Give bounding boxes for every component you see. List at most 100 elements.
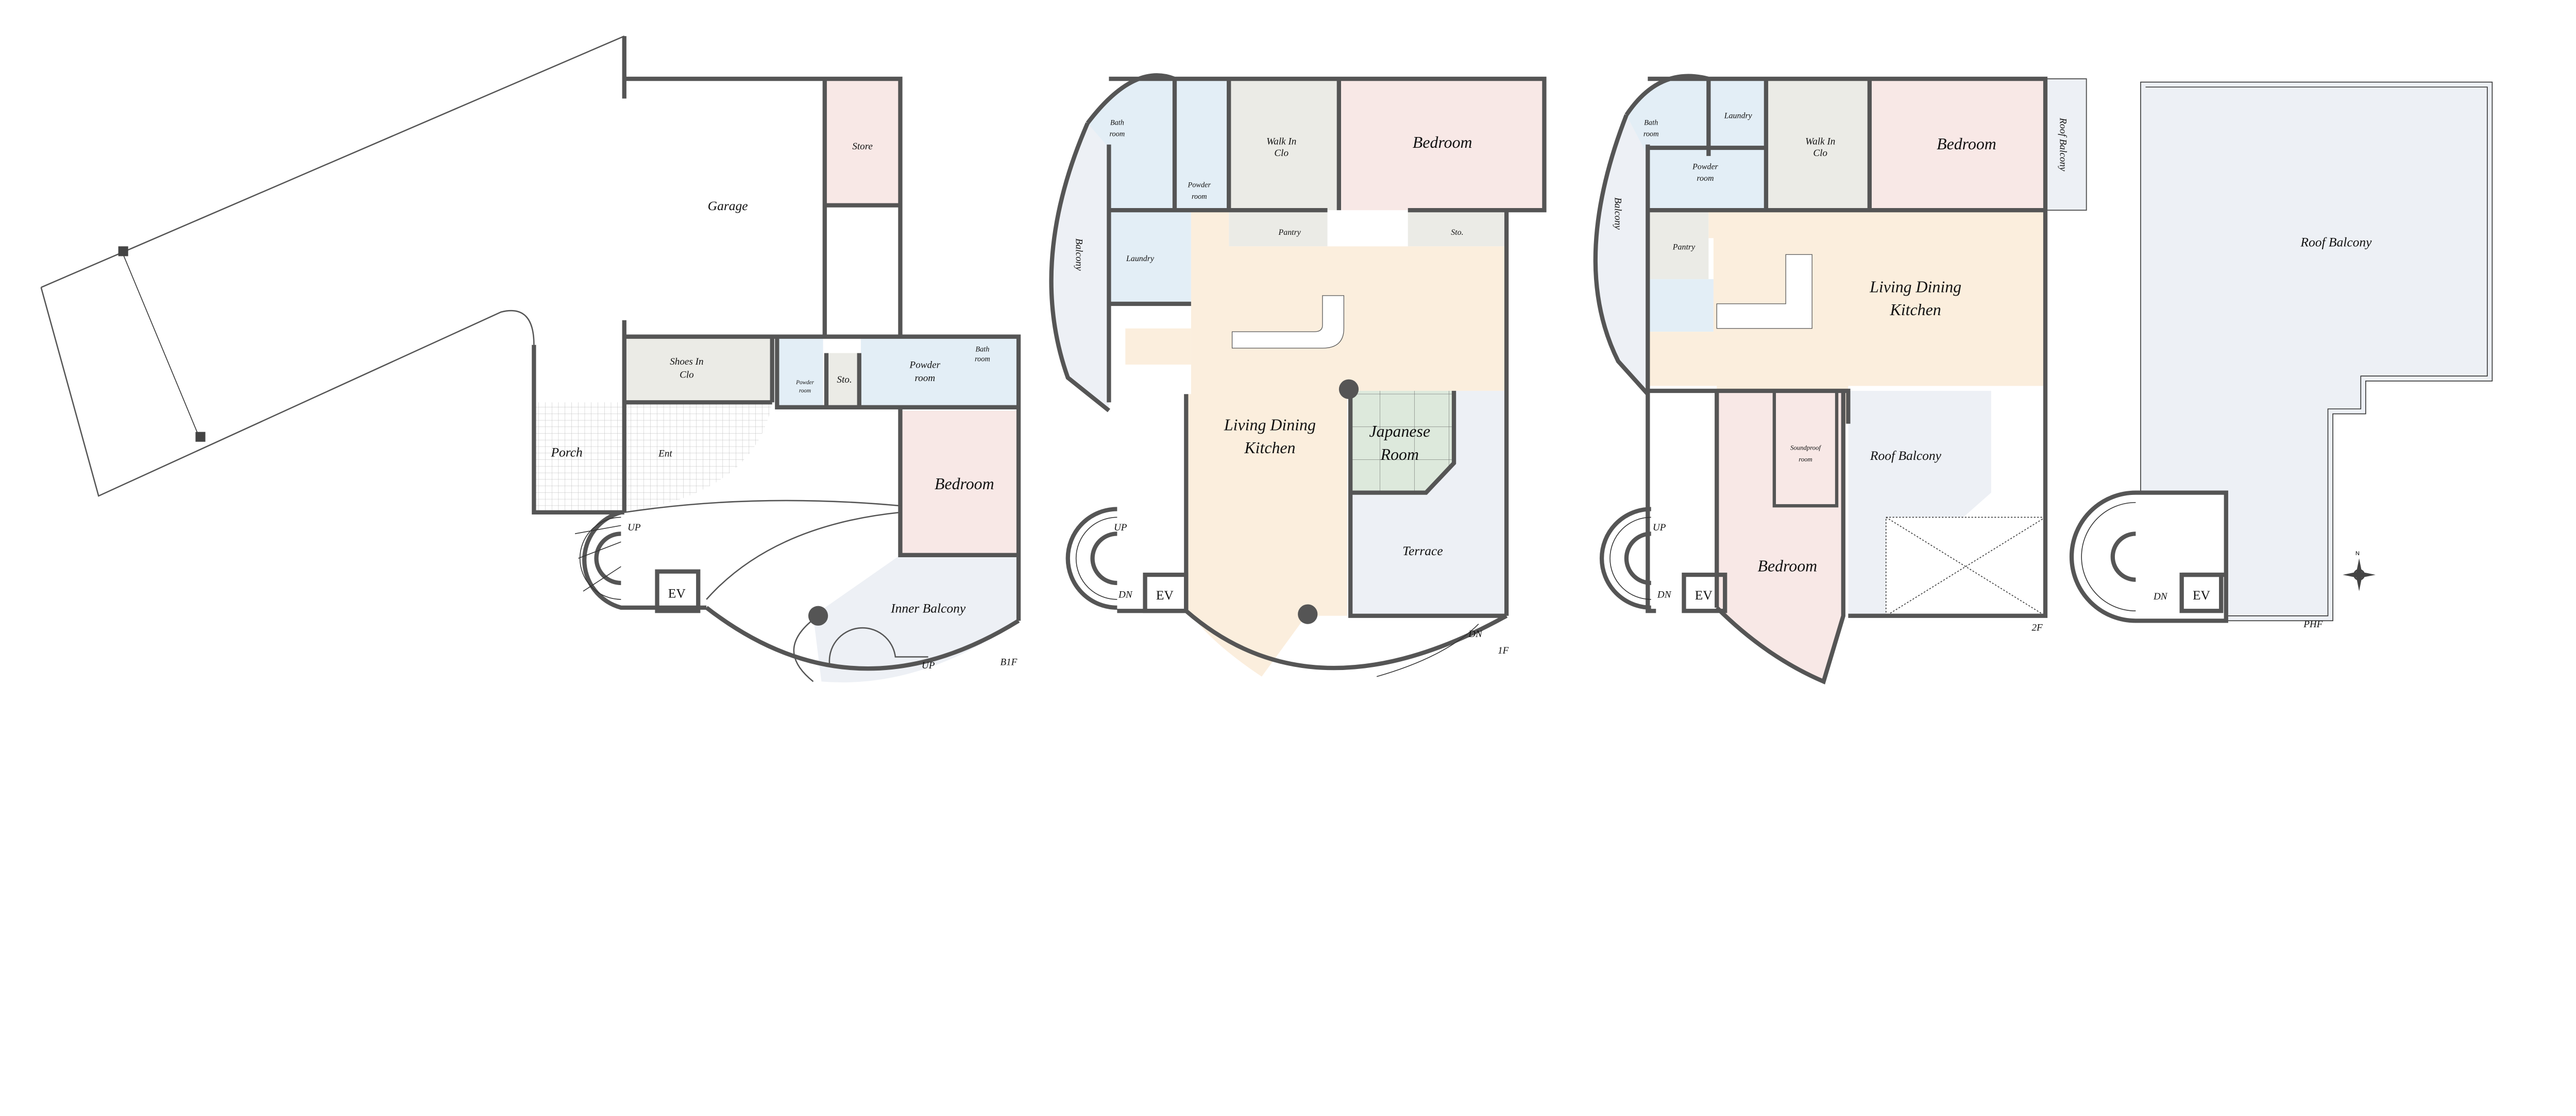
- label-powder-2: room: [1192, 193, 1207, 201]
- label-powder: Powder: [1692, 162, 1718, 171]
- room-sto: [1408, 210, 1507, 247]
- room-walk-in-closet: [1229, 79, 1339, 211]
- label-walk-in-clo-2: Clo: [1274, 148, 1289, 159]
- ev-label: EV: [1695, 588, 1713, 603]
- label-laundry: Laundry: [1126, 254, 1155, 263]
- driveway-ramp: [40, 35, 625, 497]
- room-bedroom: [1869, 79, 2046, 211]
- label-roof-balcony: Roof Balcony: [1870, 448, 1942, 463]
- spiral-stair: [574, 517, 621, 600]
- room-walk-in-closet: [1766, 79, 1870, 211]
- label-small-powder-2: room: [799, 388, 811, 394]
- room-inner-balcony: [813, 555, 1019, 683]
- label-powder-room-2: room: [914, 373, 935, 384]
- label-sto: Sto.: [1451, 228, 1463, 237]
- label-bath: Bath: [1644, 118, 1658, 127]
- label-soundproof-2: room: [1799, 456, 1812, 463]
- kitchen-counter: [1716, 254, 1812, 329]
- label-roof-balcony-small: Roof Balcony: [2058, 117, 2069, 171]
- label-store: Store: [852, 141, 873, 152]
- label-laundry: Laundry: [1724, 112, 1753, 121]
- room-porch: [534, 402, 624, 512]
- label-japanese-room-2: Room: [1380, 445, 1419, 463]
- room-shoes-in-closet: [624, 336, 772, 403]
- label-bedroom: Bedroom: [1937, 135, 1996, 153]
- elevator: [1143, 572, 1189, 613]
- elevator: [1682, 572, 1727, 613]
- stair-up-label: UP: [1114, 522, 1127, 533]
- room-small-powder: [777, 336, 823, 407]
- label-bath-2: room: [1643, 130, 1659, 139]
- room-pantry: [1229, 210, 1328, 247]
- label-balcony: Balcony: [1074, 238, 1084, 271]
- room-pantry: [1648, 210, 1709, 280]
- label-ldk: Living Dining: [1224, 416, 1316, 434]
- room-japanese: [1350, 390, 1454, 493]
- ev-label: EV: [668, 586, 686, 601]
- open-void: [1885, 517, 2046, 616]
- counter: [1125, 328, 1191, 365]
- floor-label: B1F: [1000, 657, 1017, 667]
- floor-label: 2F: [2031, 622, 2043, 633]
- label-terrace: Terrace: [1402, 543, 1443, 558]
- label-soundproof: Soundproof: [1790, 444, 1822, 452]
- room-bath: [1626, 76, 1709, 156]
- stair-up-label: UP: [1653, 522, 1666, 533]
- label-balcony: Balcony: [1613, 197, 1623, 230]
- room-powder: [1648, 147, 1766, 211]
- label-sto: Sto.: [837, 374, 852, 385]
- stair-dn-label: DN: [1468, 629, 1483, 640]
- stair-up-label: UP: [922, 660, 935, 671]
- label-walk-in-clo-2: Clo: [1813, 148, 1827, 159]
- label-inner-balcony: Inner Balcony: [890, 600, 966, 615]
- label-ldk-2: Kitchen: [1890, 301, 1941, 319]
- label-porch: Porch: [550, 444, 582, 459]
- room-powder: [860, 336, 1019, 407]
- stair-dn-label: DN: [1657, 590, 1672, 600]
- kitchen-island: [1231, 295, 1345, 349]
- ev-label: EV: [1156, 588, 1174, 603]
- column: [808, 606, 828, 626]
- room-roof-balcony-small: [2045, 78, 2087, 211]
- floor-plan: Garage Store Shoes In Clo Powder room St…: [40, 35, 2493, 684]
- floor-label: PHF: [2303, 619, 2323, 630]
- room-laundry: [1708, 79, 1766, 148]
- elevator: [655, 569, 701, 613]
- room-bedroom: [1338, 79, 1545, 211]
- floor-2f: Bath room Laundry Walk In Clo Bedroom Ro…: [1593, 74, 2087, 684]
- ev-label: EV: [2193, 588, 2211, 603]
- room-store: [824, 79, 901, 205]
- label-ldk: Living Dining: [1869, 278, 1961, 296]
- label-bedroom: Bedroom: [1413, 133, 1472, 151]
- room-powder: [1174, 79, 1229, 211]
- compass-north-label: N: [2355, 551, 2360, 557]
- room-toilet: [1648, 279, 1714, 332]
- room-entrance: [624, 402, 772, 512]
- column: [1298, 604, 1318, 624]
- room-roof-balcony: [1848, 390, 1991, 616]
- room-roof-balcony: [2140, 81, 2493, 622]
- label-bath-2: room: [1110, 130, 1125, 139]
- label-roof-balcony: Roof Balcony: [2300, 234, 2372, 249]
- label-ent: Ent: [658, 448, 672, 459]
- label-bedroom-lower: Bedroom: [1758, 557, 1818, 575]
- label-bath: Bath: [1110, 118, 1124, 127]
- label-japanese-room: Japanese: [1369, 422, 1431, 440]
- label-shoes-in-clo-2: Clo: [680, 369, 694, 380]
- floor-1f: Bath room Powder room Walk In Clo Bedroo…: [1049, 73, 1547, 677]
- label-ldk-2: Kitchen: [1244, 439, 1295, 457]
- room-bath: [1087, 75, 1175, 148]
- label-walk-in-clo: Walk In: [1805, 136, 1835, 147]
- room-balcony: [1595, 115, 1648, 394]
- label-bath-2: room: [975, 355, 990, 364]
- room-living-dining-kitchen: [1186, 210, 1507, 677]
- room-hall-wet: [1109, 147, 1175, 211]
- label-small-powder: Powder: [795, 380, 814, 386]
- stair-dn-label: DN: [2153, 591, 2168, 602]
- label-walk-in-clo: Walk In: [1266, 136, 1296, 147]
- floor-b1f: Garage Store Shoes In Clo Powder room St…: [40, 35, 1021, 683]
- stair-dn-label: DN: [1118, 590, 1133, 600]
- label-powder-room: Powder: [909, 359, 941, 370]
- label-bath: Bath: [975, 345, 989, 353]
- label-garage: Garage: [708, 198, 748, 213]
